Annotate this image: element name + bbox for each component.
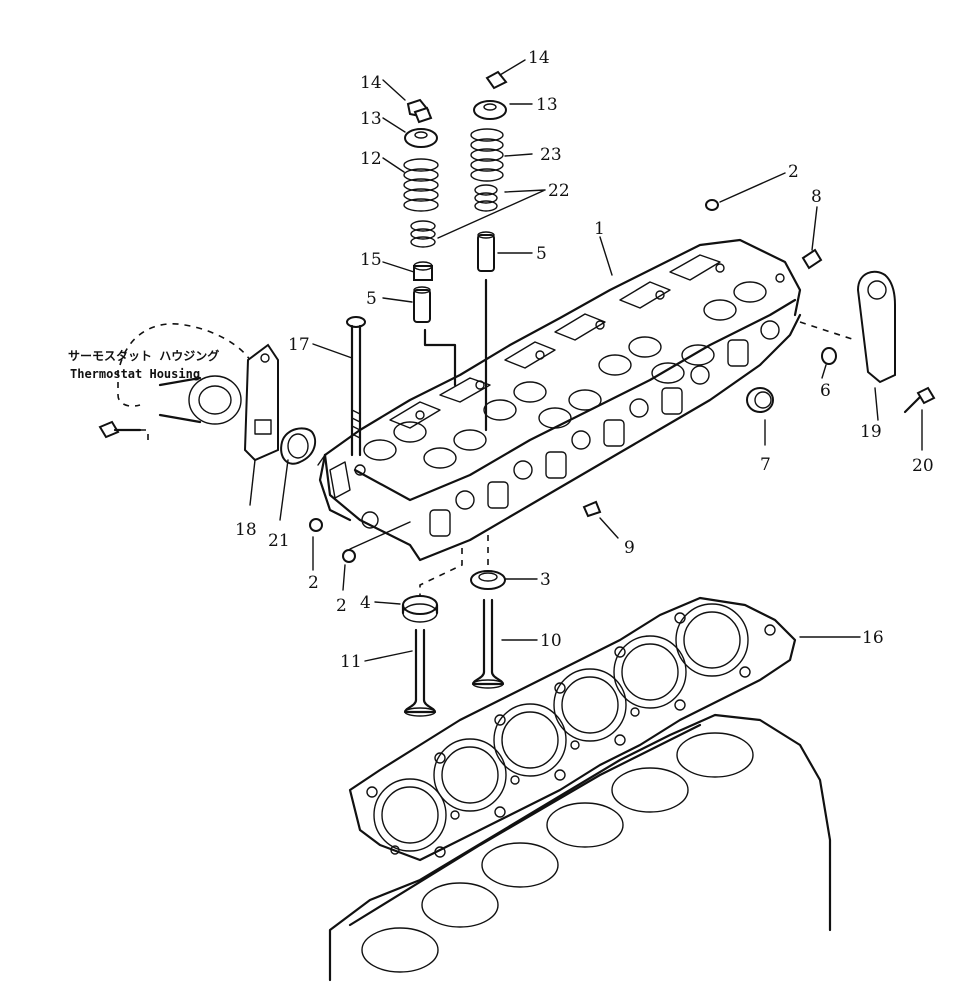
callout-17: 17	[288, 335, 310, 355]
head-bolt	[346, 316, 366, 457]
head-gasket	[348, 596, 797, 862]
callout-16: 16	[862, 628, 884, 648]
callout-2-left: 2	[308, 573, 319, 593]
valve-stack-right	[470, 70, 508, 432]
outlet-gaskets	[243, 343, 317, 465]
callout-5-right: 5	[536, 244, 547, 264]
callout-labels: 1 2 2 2 3 4 5 5 6 7 8 9 10 11 12 13 13 1…	[235, 48, 934, 672]
callout-15: 15	[360, 250, 382, 270]
callout-5-left: 5	[366, 289, 377, 309]
callout-8: 8	[811, 187, 822, 207]
thermostat-label-jp: サーモスタット ハウジング	[68, 348, 219, 363]
cylinder-block	[328, 713, 832, 982]
cylinder-head	[318, 238, 802, 562]
callout-3: 3	[540, 570, 551, 590]
callout-1: 1	[594, 219, 605, 239]
callout-9: 9	[624, 538, 635, 558]
callout-20: 20	[912, 456, 934, 476]
valve-stack-left	[403, 98, 457, 387]
leader-lines	[249, 59, 923, 662]
valves-and-seats	[401, 535, 506, 717]
callout-2-top: 2	[788, 162, 799, 182]
thermostat-label-en: Thermostat Housing	[70, 367, 200, 381]
plugs	[309, 199, 837, 563]
callout-21: 21	[268, 531, 290, 551]
callout-14-left: 14	[360, 73, 382, 93]
callout-13-left: 13	[360, 109, 382, 129]
callout-12: 12	[360, 149, 382, 169]
callout-7: 7	[760, 455, 771, 475]
callout-18: 18	[235, 520, 257, 540]
callout-14-right: 14	[528, 48, 550, 68]
callout-19: 19	[860, 422, 882, 442]
thermostat-housing: サーモスタット ハウジング Thermostat Housing	[68, 323, 251, 445]
callout-6: 6	[820, 381, 831, 401]
callout-22: 22	[548, 181, 570, 201]
callout-10: 10	[540, 631, 562, 651]
callout-13-right: 13	[536, 95, 558, 115]
callout-4: 4	[360, 593, 371, 613]
callout-11: 11	[340, 652, 362, 672]
callout-2-lower: 2	[336, 596, 347, 616]
lifting-bracket	[799, 270, 936, 414]
callout-23: 23	[540, 145, 562, 165]
